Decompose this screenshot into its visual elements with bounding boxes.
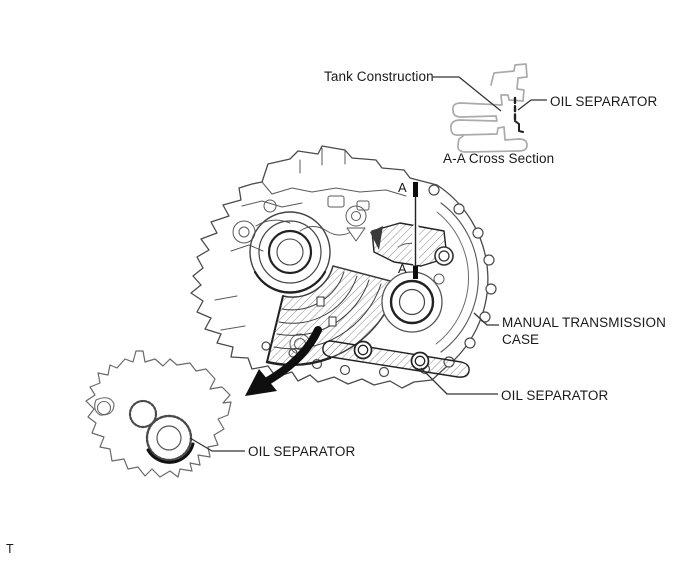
transmission-case-drawing [190, 145, 497, 389]
leader-oil-separator-main [420, 367, 498, 395]
leader-tank-construction [433, 76, 502, 112]
side-bearing-bore [381, 271, 443, 333]
leader-oil-separator-cross-section [517, 99, 547, 111]
leader-manual-transmission-case [473, 312, 499, 326]
section-marker-a-top: A [398, 180, 407, 195]
oil-separator-label-detail: OIL SEPARATOR [248, 444, 356, 459]
detail-zoom-arrow [245, 326, 322, 396]
section-marker-a-bottom: A [398, 261, 407, 276]
manual-transmission-case-label-line1: MANUAL TRANSMISSION [502, 315, 666, 330]
oil-separator-lower [322, 340, 470, 378]
detail-small-gear [128, 399, 158, 429]
oil-separator-label-cross-section: OIL SEPARATOR [550, 94, 658, 109]
detail-oil-separator-arc [146, 442, 195, 464]
cross-section-caption: A-A Cross Section [443, 151, 555, 166]
bell-housing-cone [265, 265, 399, 367]
leader-lines [189, 76, 547, 452]
leader-oil-separator-detail [189, 437, 245, 452]
section-line-a-a [413, 182, 418, 279]
manual-transmission-case-label: MANUAL TRANSMISSION CASE [502, 314, 666, 348]
tank-construction-label: Tank Construction [324, 69, 434, 84]
input-shaft-bore [249, 211, 331, 294]
tank-outline [450, 63, 528, 153]
oil-separator-label-main: OIL SEPARATOR [501, 388, 609, 403]
footer-marker: T [6, 542, 14, 556]
tank-cross-section-drawing [450, 63, 528, 153]
manual-transmission-case-label-line2: CASE [502, 332, 540, 347]
detail-case-outline [85, 350, 232, 478]
detail-view-drawing [85, 350, 232, 478]
